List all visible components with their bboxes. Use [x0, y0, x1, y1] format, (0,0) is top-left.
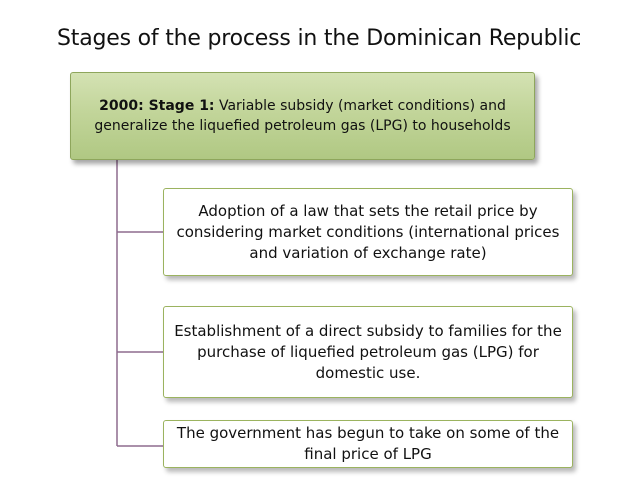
stage-1-box: 2000: Stage 1: Variable subsidy (market …: [70, 72, 535, 160]
stage-item-box: The government has begun to take on some…: [163, 420, 573, 468]
stage-1-text: 2000: Stage 1: Variable subsidy (market …: [79, 96, 526, 136]
stage-item-box: Establishment of a direct subsidy to fam…: [163, 306, 573, 398]
stage-1-description: Variable subsidy (market conditions) and…: [94, 98, 511, 134]
stage-item-text: Establishment of a direct subsidy to fam…: [174, 321, 562, 382]
slide-title: Stages of the process in the Dominican R…: [57, 26, 582, 51]
stage-1-label: 2000: Stage 1:: [99, 98, 215, 114]
stage-item-text: The government has begun to take on some…: [176, 424, 560, 463]
stage-item-text: Adoption of a law that sets the retail p…: [176, 201, 560, 262]
stage-item-box: Adoption of a law that sets the retail p…: [163, 188, 573, 276]
